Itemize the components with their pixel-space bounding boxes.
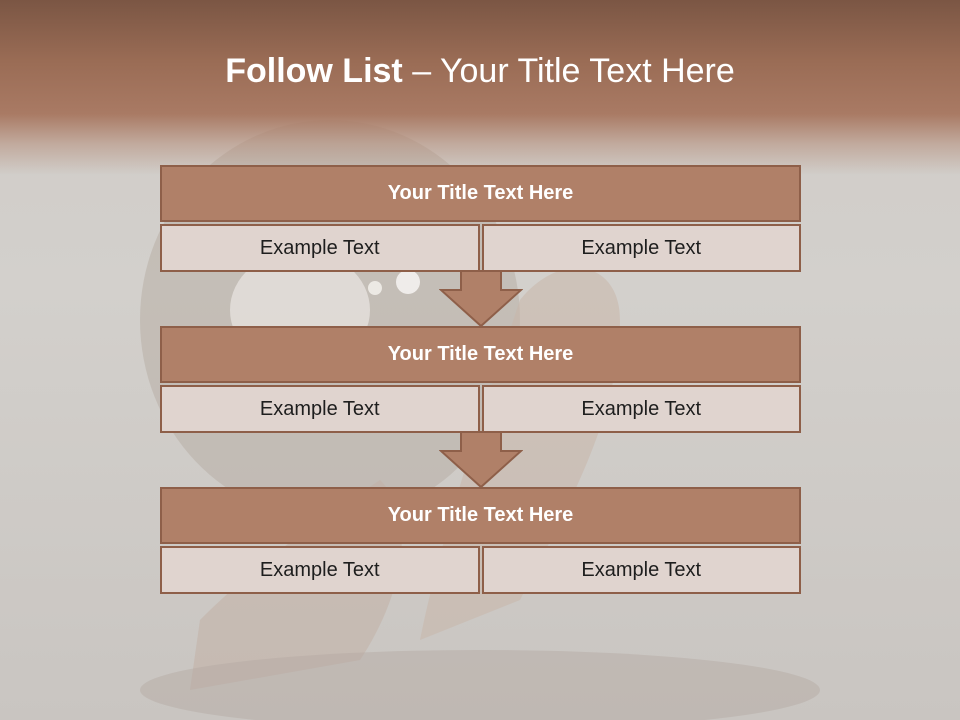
block-title[interactable]: Your Title Text Here: [160, 487, 801, 544]
title-rest: – Your Title Text Here: [402, 52, 735, 90]
block-row: Example Text Example Text: [160, 546, 801, 594]
slide-title: Follow List – Your Title Text Here: [0, 52, 960, 91]
block-cell-left[interactable]: Example Text: [160, 224, 480, 272]
block-cell-left[interactable]: Example Text: [160, 385, 480, 433]
block-title[interactable]: Your Title Text Here: [160, 165, 801, 222]
list-block-2: Your Title Text Here Example Text Exampl…: [160, 326, 801, 433]
down-arrow-icon: [439, 270, 523, 328]
block-cell-right[interactable]: Example Text: [481, 385, 801, 433]
block-row: Example Text Example Text: [160, 385, 801, 433]
block-title[interactable]: Your Title Text Here: [160, 326, 801, 383]
block-row: Example Text Example Text: [160, 224, 801, 272]
list-block-3: Your Title Text Here Example Text Exampl…: [160, 487, 801, 594]
title-bold: Follow List: [225, 52, 403, 90]
block-cell-right[interactable]: Example Text: [481, 224, 801, 272]
list-block-1: Your Title Text Here Example Text Exampl…: [160, 165, 801, 272]
down-arrow-icon: [439, 431, 523, 489]
block-cell-right[interactable]: Example Text: [481, 546, 801, 594]
block-cell-left[interactable]: Example Text: [160, 546, 480, 594]
header-band: [0, 0, 960, 175]
